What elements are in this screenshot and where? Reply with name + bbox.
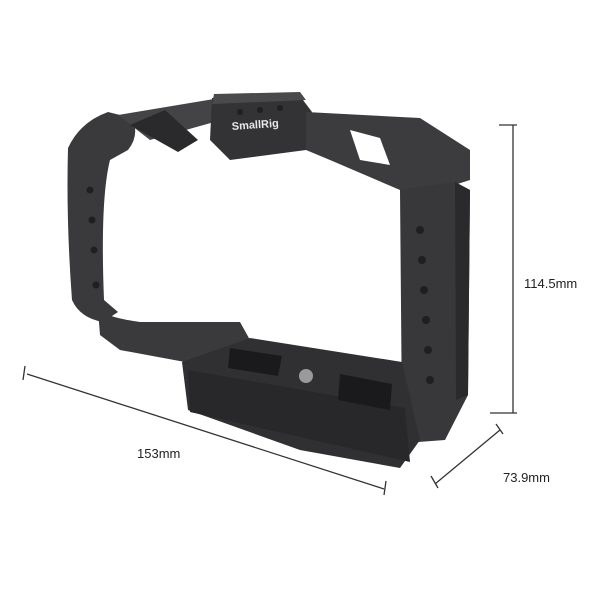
depth-dimension-label: 73.9mm <box>503 470 550 485</box>
height-dimension-label: 114.5mm <box>524 276 578 291</box>
width-dimension-label: 153mm <box>137 446 181 461</box>
depth-dimension-line <box>434 429 501 485</box>
camera-cage: SmallRig <box>67 92 470 468</box>
smallrig-logo: SmallRig <box>231 118 279 133</box>
dimension-lines <box>22 124 517 496</box>
width-dimension-line <box>26 373 385 490</box>
